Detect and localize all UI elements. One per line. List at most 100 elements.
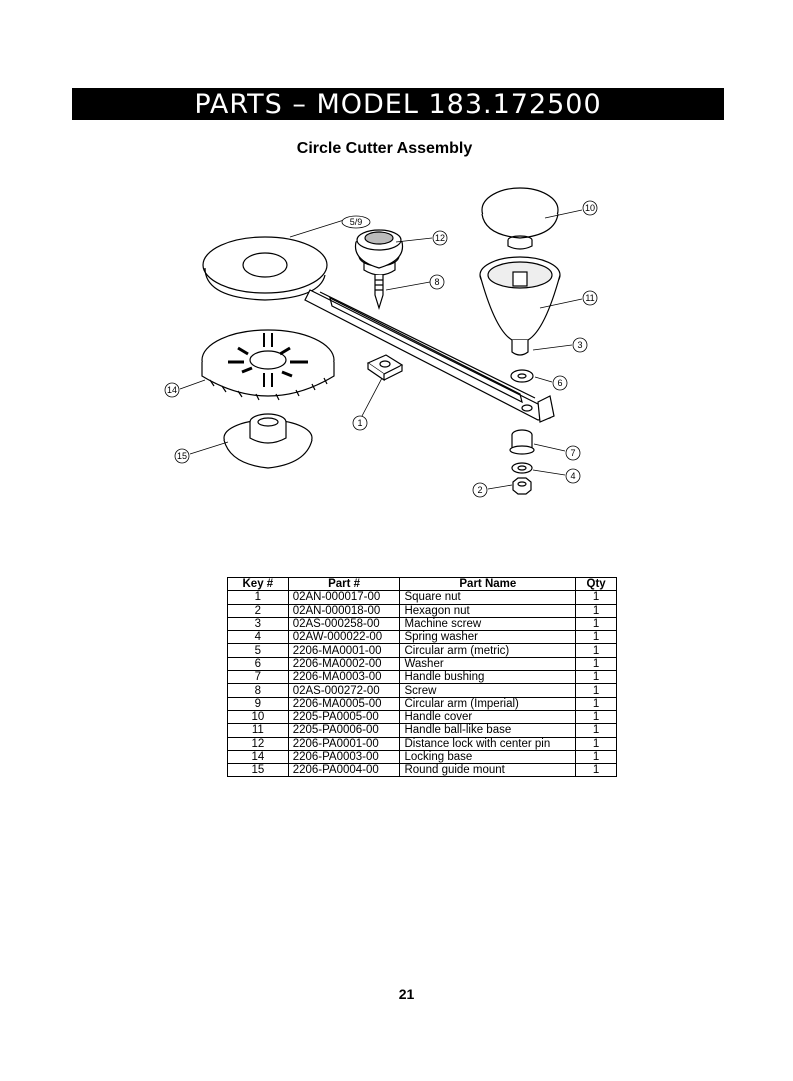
cell-qty: 1 [575, 616, 617, 632]
callout-4-text: 4 [570, 471, 575, 481]
spring-washer-part [511, 462, 533, 474]
cell-qty: 1 [575, 709, 617, 725]
cell-qty: 1 [575, 683, 617, 698]
handle-base-part [479, 256, 561, 356]
cell-qty: 1 [575, 590, 617, 605]
cell-qty: 1 [575, 656, 617, 672]
page-title: PARTS – MODEL 183.172500 [194, 89, 602, 120]
cell-part-number: 2206-MA0002-00 [287, 656, 401, 672]
col-header-part-name: Part Name [399, 576, 577, 592]
callout-6-text: 6 [557, 378, 562, 388]
cell-part-number: 2206-PA0004-00 [287, 763, 401, 778]
cell-part-number: 02AW-000022-00 [287, 630, 401, 645]
callout-5-9-text: 5/9 [350, 217, 363, 227]
cell-part-name: Locking base [399, 749, 577, 765]
cell-part-name: Handle cover [399, 709, 577, 725]
cell-qty: 1 [575, 643, 617, 658]
cell-key: 6 [227, 656, 289, 672]
cell-key: 9 [227, 696, 289, 711]
cell-key: 8 [227, 683, 289, 698]
cell-qty: 1 [575, 696, 617, 711]
round-guide-mount-part [223, 413, 313, 469]
callout-1: 1 [352, 415, 368, 431]
cell-qty: 1 [575, 749, 617, 765]
cell-key: 15 [227, 763, 289, 778]
cell-part-name: Spring washer [399, 630, 577, 645]
cell-key: 10 [227, 709, 289, 725]
callout-4: 4 [565, 468, 581, 484]
page-number: 21 [0, 986, 793, 1002]
cell-qty: 1 [575, 603, 617, 618]
cell-part-number: 2205-PA0005-00 [287, 709, 401, 725]
exploded-parts-diagram: 5/9 12 8 10 11 3 6 14 1 15 7 4 2 [164, 187, 598, 498]
cell-part-number: 2206-PA0003-00 [287, 749, 401, 765]
cell-part-number: 02AN-000017-00 [287, 590, 401, 605]
callout-3: 3 [572, 337, 588, 353]
cell-part-name: Handle ball-like base [399, 723, 577, 738]
callout-5-9: 5/9 [341, 215, 371, 229]
handle-bushing-part [509, 429, 535, 455]
callout-7: 7 [565, 445, 581, 461]
callout-15-text: 15 [177, 451, 187, 461]
square-nut-part [366, 354, 404, 382]
cell-qty: 1 [575, 763, 617, 778]
callout-labels: 5/9 12 8 10 11 3 6 14 1 15 7 4 2 [164, 200, 598, 498]
cell-part-name: Hexagon nut [399, 603, 577, 618]
hexagon-nut-part [512, 477, 532, 495]
col-header-key: Key # [227, 576, 289, 592]
cell-part-name: Distance lock with center pin [399, 736, 577, 751]
callout-10-text: 10 [585, 203, 595, 213]
table-header-row: Key # Part # Part Name Qty [227, 576, 617, 592]
page-number-text: 21 [398, 986, 415, 1002]
cell-part-name: Square nut [399, 590, 577, 605]
cell-part-number: 2206-PA0001-00 [287, 736, 401, 751]
cell-qty: 1 [575, 723, 617, 738]
callout-10: 10 [582, 200, 598, 216]
callout-8: 8 [429, 274, 445, 290]
callout-11-text: 11 [585, 293, 594, 303]
cell-key: 14 [227, 749, 289, 765]
cell-part-number: 2206-MA0003-00 [287, 670, 401, 685]
cell-qty: 1 [575, 736, 617, 751]
cell-part-name: Screw [399, 683, 577, 698]
cell-key: 1 [227, 590, 289, 605]
cell-part-number: 02AS-000258-00 [287, 616, 401, 632]
cell-qty: 1 [575, 630, 617, 645]
cell-key: 7 [227, 670, 289, 685]
callout-12-text: 12 [435, 233, 445, 243]
callout-1-text: 1 [357, 418, 362, 428]
cell-part-name: Washer [399, 656, 577, 672]
locking-base-part [201, 329, 335, 401]
cell-part-number: 2206-MA0005-00 [287, 696, 401, 711]
subtitle-text: Circle Cutter Assembly [296, 140, 473, 157]
circular-arm-part [202, 236, 555, 423]
cell-part-name: Handle bushing [399, 670, 577, 685]
cell-part-name: Circular arm (metric) [399, 643, 577, 658]
cell-part-number: 2206-MA0001-00 [287, 643, 401, 658]
cell-part-number: 02AS-000272-00 [287, 683, 401, 698]
header-bar: PARTS – MODEL 183.172500 [72, 88, 724, 120]
cell-key: 5 [227, 643, 289, 658]
cell-part-name: Machine screw [399, 616, 577, 632]
washer-part [510, 369, 534, 383]
callout-11: 11 [582, 290, 598, 306]
callout-3-text: 3 [577, 340, 582, 350]
cell-part-name: Circular arm (Imperial) [399, 696, 577, 711]
cell-part-number: 2205-PA0006-00 [287, 723, 401, 738]
callout-8-text: 8 [434, 277, 439, 287]
section-subtitle: Circle Cutter Assembly [0, 140, 793, 158]
cell-key: 12 [227, 736, 289, 751]
cell-qty: 1 [575, 670, 617, 685]
